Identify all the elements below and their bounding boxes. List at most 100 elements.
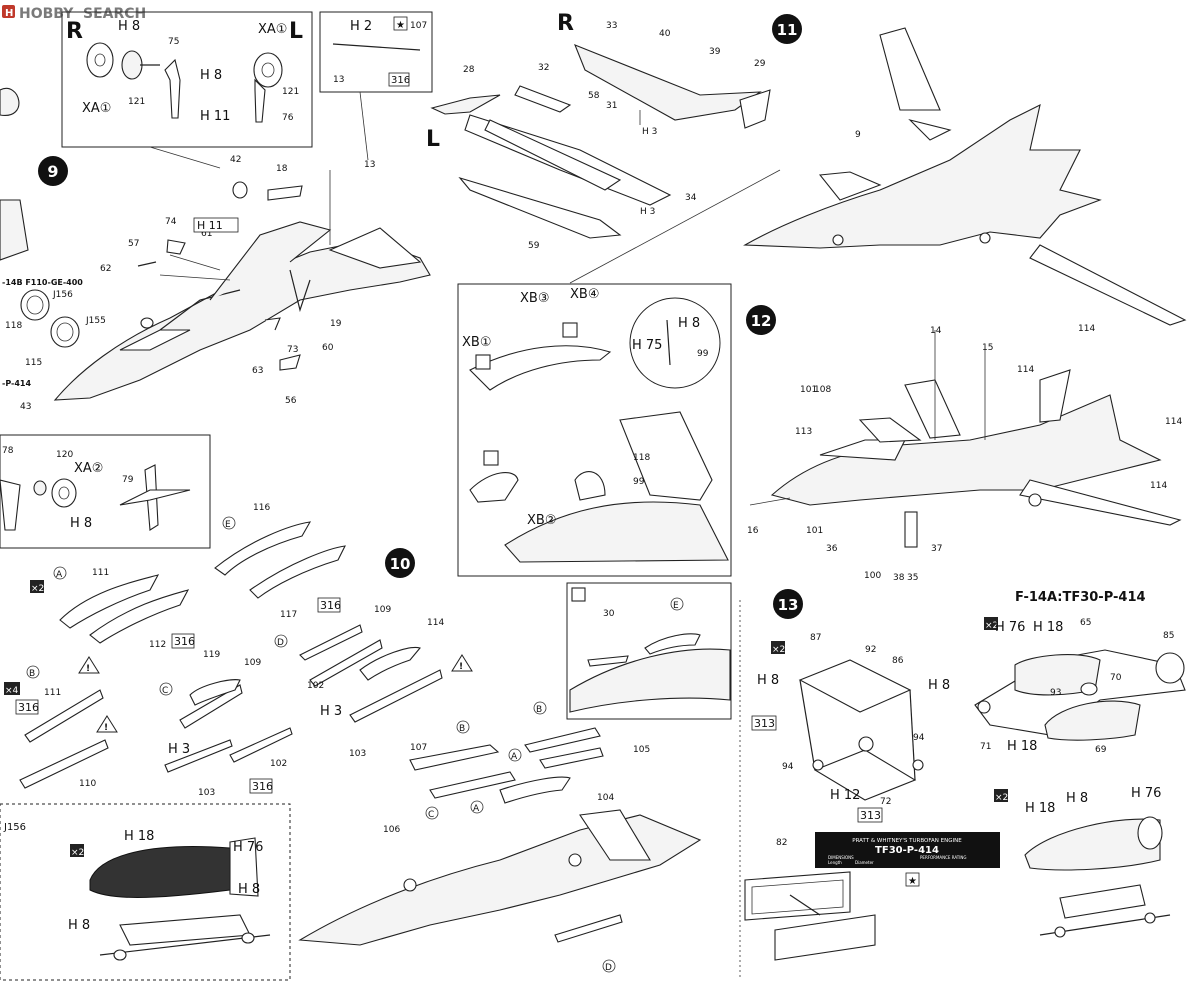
part-number-label: 106 bbox=[383, 825, 400, 835]
cockpit-detail-box bbox=[457, 283, 732, 577]
code-h8-probe: H 8 bbox=[678, 316, 700, 331]
part-number-label: 34 bbox=[685, 193, 697, 203]
engine-label-tf30-short: -P-414 bbox=[2, 379, 31, 388]
station-letter-b2: B bbox=[456, 720, 470, 734]
watermark: H HOBBY SEARCH bbox=[2, 5, 146, 22]
callout-label: B bbox=[29, 669, 35, 679]
part-number-label: 121 bbox=[282, 87, 299, 97]
code-h2: H 2 bbox=[350, 19, 372, 34]
callout-label: A bbox=[56, 570, 63, 580]
callout-label: H 3 bbox=[640, 207, 655, 217]
code-316-c: 316 bbox=[252, 780, 273, 793]
code-xb3: XB③ bbox=[520, 291, 549, 306]
callout-label: PERFORMANCE RATING bbox=[920, 855, 966, 860]
code-h8-a: H 8 bbox=[118, 19, 140, 34]
part-number-label: 119 bbox=[203, 650, 220, 660]
callout-label: E bbox=[225, 520, 231, 530]
code-h18-engine-b: H 18 bbox=[1007, 739, 1037, 754]
callout-label: ×2 bbox=[995, 793, 1008, 803]
part-number-label: 56 bbox=[285, 396, 297, 406]
wheel-icon bbox=[232, 181, 248, 199]
part-number-label: 99 bbox=[697, 349, 709, 359]
part-number-label: 78 bbox=[2, 446, 14, 456]
watermark-suffix: SEARCH bbox=[83, 6, 146, 22]
callout-label: A bbox=[473, 804, 480, 814]
station-letter-d2: D bbox=[602, 959, 616, 973]
code-h3-c: H 3 bbox=[168, 742, 190, 757]
callout-label: Diameter bbox=[855, 860, 874, 865]
step-13-marker: 13 bbox=[773, 589, 803, 619]
code-h8-trolley-b: H 8 bbox=[928, 678, 950, 693]
code-h8-nose: H 8 bbox=[70, 516, 92, 531]
part-number-label: 114 bbox=[1165, 417, 1182, 427]
side-label-right-wing: R bbox=[557, 11, 574, 36]
station-letter-c: C bbox=[159, 682, 173, 696]
part-number-label: 74 bbox=[165, 217, 177, 227]
part-number-label: 71 bbox=[980, 742, 991, 752]
part-number-label: 82 bbox=[776, 838, 787, 848]
callout-label: 10 bbox=[390, 555, 411, 573]
code-xa1-b: XA① bbox=[82, 101, 111, 116]
part-number-label: 14 bbox=[930, 326, 942, 336]
star-decal-icon: ★ bbox=[905, 872, 920, 887]
part-number-label: 102 bbox=[307, 681, 324, 691]
watermark-brand: HOBBY bbox=[19, 6, 74, 22]
callout-label: ×2 bbox=[985, 621, 998, 631]
part-number-label: 75 bbox=[168, 37, 179, 47]
tf30-engine-on-dolly bbox=[1024, 816, 1171, 938]
code-h75: H 75 bbox=[632, 338, 662, 353]
callout-label: E bbox=[673, 601, 679, 611]
code-316-a: 316 bbox=[174, 635, 195, 648]
svg-text:!: ! bbox=[86, 664, 90, 674]
pylon-detail-box bbox=[566, 582, 732, 720]
part-number-label: 108 bbox=[814, 385, 831, 395]
engine-label-f14a: F-14A:TF30-P-414 bbox=[1015, 590, 1146, 605]
callout-label: Length bbox=[828, 860, 842, 865]
nose-gear-parts bbox=[0, 464, 191, 531]
part-number-label: 29 bbox=[754, 59, 766, 69]
part-number-label: 70 bbox=[1110, 673, 1122, 683]
part-number-label: 61 bbox=[201, 229, 212, 239]
code-h8-dolly-b: H 8 bbox=[68, 918, 90, 933]
code-h76-dolly-right: H 76 bbox=[1131, 786, 1161, 801]
svg-text:★: ★ bbox=[396, 20, 405, 31]
step-9-aircraft bbox=[53, 170, 431, 401]
code-h76-dolly: H 76 bbox=[233, 840, 263, 855]
side-label-left-wing: L bbox=[426, 127, 440, 152]
part-number-label: 63 bbox=[252, 366, 263, 376]
part-number-label: 76 bbox=[282, 113, 294, 123]
station-letter-a: A bbox=[53, 566, 67, 580]
code-h18-engine: H 18 bbox=[1033, 620, 1063, 635]
station-letter-a2: A bbox=[508, 748, 522, 762]
code-xb4: XB④ bbox=[570, 287, 599, 302]
pylon-part-icon bbox=[904, 511, 918, 548]
part-number-label: 85 bbox=[1163, 631, 1174, 641]
code-h8-trolley-a: H 8 bbox=[757, 673, 779, 688]
wing-parts bbox=[430, 44, 771, 239]
part-number-label: 60 bbox=[322, 343, 334, 353]
callout-label: PRATT & WHITNEY'S TURBOFAN ENGINE bbox=[852, 838, 962, 844]
part-number-label: 62 bbox=[100, 264, 111, 274]
code-313-a: 313 bbox=[754, 717, 775, 730]
part-number-label: 107 bbox=[410, 743, 427, 753]
warning-icon: ! ! ! bbox=[78, 654, 473, 733]
tf30-engine-assembly bbox=[974, 649, 1186, 741]
pylon-detail-parts bbox=[569, 587, 731, 713]
side-label-right: R bbox=[66, 19, 83, 44]
missiles bbox=[19, 624, 443, 789]
callout-label: H 3 bbox=[642, 127, 657, 137]
part-number-label: 65 bbox=[1080, 618, 1091, 628]
part-number-label: 13 bbox=[364, 160, 375, 170]
engine-label-j156-dolly: J156 bbox=[3, 822, 26, 833]
callout-label: D bbox=[605, 963, 612, 973]
display-plate bbox=[744, 871, 876, 961]
part-number-label: 99 bbox=[633, 477, 645, 487]
part-number-label: 114 bbox=[1150, 481, 1167, 491]
part-number-label: 115 bbox=[25, 358, 42, 368]
step-10-aircraft bbox=[298, 727, 702, 946]
callout-label: DIMENSIONS bbox=[828, 855, 854, 860]
probe-detail-circle bbox=[629, 297, 721, 389]
part-number-label: 36 bbox=[826, 544, 838, 554]
star-decal-icon: ★ bbox=[393, 16, 408, 31]
code-h18-dolly-right: H 18 bbox=[1025, 801, 1055, 816]
